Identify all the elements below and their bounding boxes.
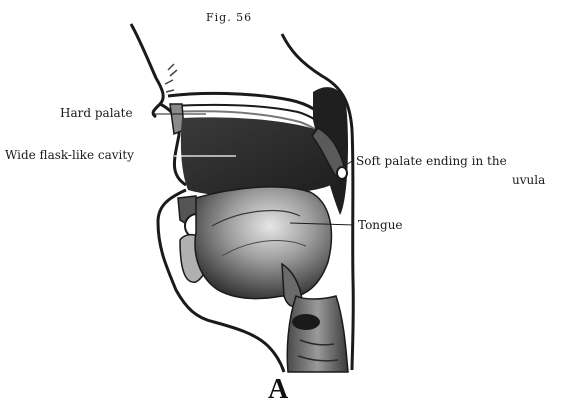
label-uvula: uvula bbox=[512, 174, 545, 186]
oral-cavity bbox=[181, 117, 339, 196]
panel-letter: A bbox=[268, 374, 288, 406]
uvula-tip bbox=[337, 167, 347, 179]
nostril-hairs bbox=[165, 64, 177, 92]
label-soft-palate: Soft palate ending in the bbox=[356, 155, 507, 167]
tongue-body bbox=[195, 187, 331, 299]
label-tongue: Tongue bbox=[358, 219, 403, 231]
label-cavity: Wide flask-like cavity bbox=[5, 149, 134, 161]
nose-outline bbox=[131, 24, 163, 117]
label-hard-palate: Hard palate bbox=[60, 107, 133, 119]
larynx-opening bbox=[292, 314, 320, 330]
